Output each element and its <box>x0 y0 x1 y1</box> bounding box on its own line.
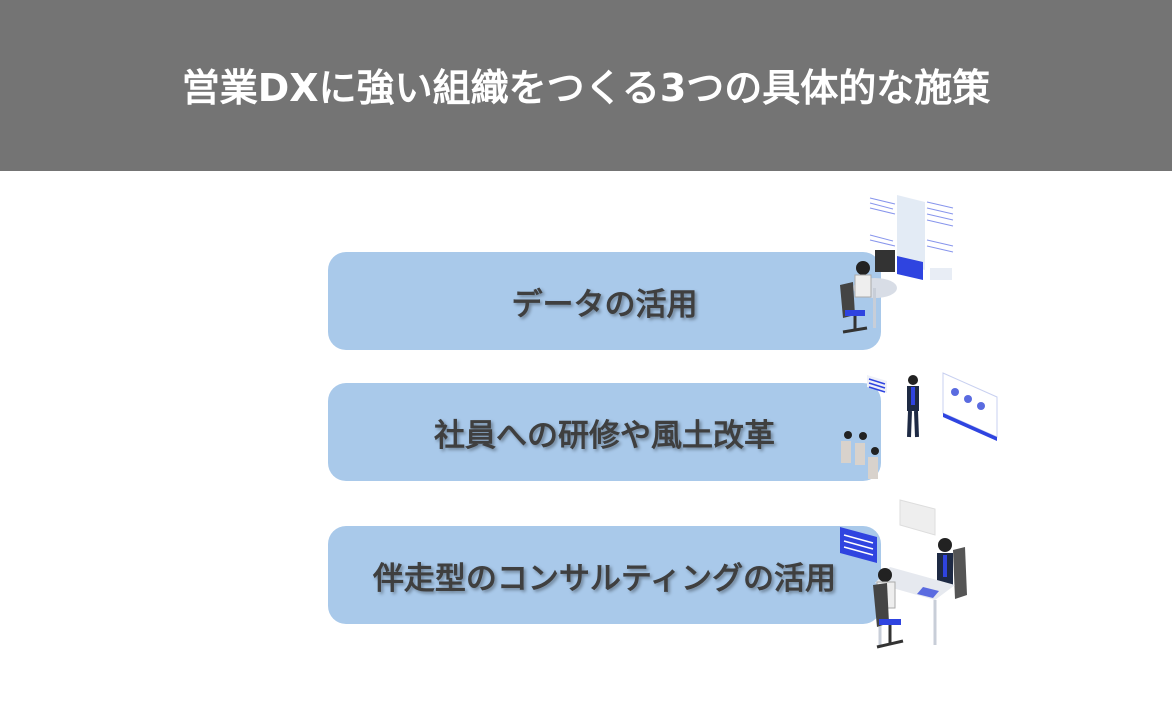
measure-box-data: データの活用 <box>328 252 881 350</box>
training-illustration <box>841 372 998 479</box>
page-title: 営業DXに強い組織をつくる3つの具体的な施策 <box>181 66 991 110</box>
consulting-illustration <box>840 499 967 649</box>
measure-label: データの活用 <box>511 286 698 323</box>
header-bar: 営業DXに強い組織をつくる3つの具体的な施策 <box>0 0 1172 171</box>
measure-label: 社員への研修や風土改革 <box>434 417 775 454</box>
data-analysis-illustration <box>840 195 954 334</box>
measure-label: 伴走型のコンサルティングの活用 <box>372 560 837 597</box>
measure-box-consulting: 伴走型のコンサルティングの活用 <box>328 526 881 624</box>
measure-box-training: 社員への研修や風土改革 <box>328 383 881 481</box>
